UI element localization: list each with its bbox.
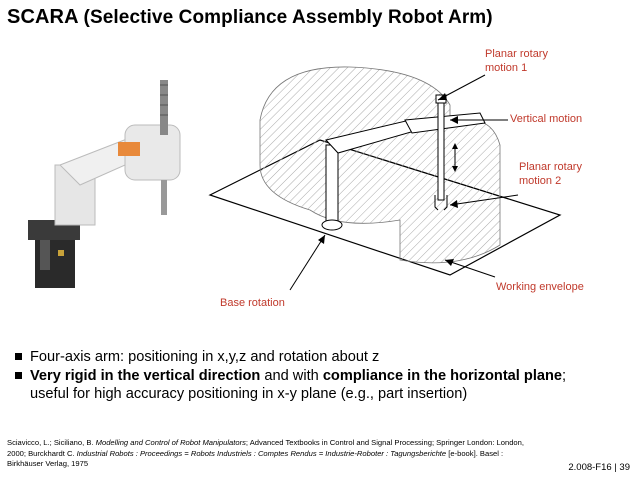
label-planar2-line1: Planar rotary bbox=[519, 161, 582, 173]
bullet-2-bold-1: Very rigid in the vertical direction bbox=[30, 368, 261, 384]
label-planar-rotary-1: Planar rotary motion 1 bbox=[485, 47, 548, 75]
ref-italic-2: Industrial Robots : Proceedings = Robots… bbox=[76, 448, 447, 458]
ref-part-2: ; Advanced Textbooks in Control and Sign… bbox=[7, 438, 524, 458]
square-bullet-icon bbox=[15, 353, 22, 360]
square-bullet-icon bbox=[15, 372, 22, 379]
label-vertical-motion: Vertical motion bbox=[510, 113, 583, 125]
reference-citation: Sciavicco, L.; Siciliano, B. Modelling a… bbox=[7, 438, 527, 470]
label-planar1-line2: motion 1 bbox=[485, 62, 528, 74]
scara-robot-photo bbox=[28, 80, 181, 288]
bullet-1-text: Four-axis arm: positioning in x,y,z and … bbox=[30, 349, 380, 365]
ref-part-3: [e-book]. Basel : Birkhäuser Verlag, 197… bbox=[7, 448, 504, 469]
label-planar1-line1: Planar rotary bbox=[485, 48, 548, 60]
ref-part-1: Sciavicco, L.; Siciliano, B. bbox=[7, 438, 96, 447]
label-planar2-line2: motion 2 bbox=[519, 175, 562, 187]
bullet-2-bold-2: compliance in the horizontal plane bbox=[322, 368, 563, 384]
bullet-item-1: Four-axis arm: positioning in x,y,z and … bbox=[12, 348, 632, 366]
bullet-item-2: Very rigid in the vertical direction and… bbox=[12, 367, 632, 403]
bullet-2-end: ; bbox=[562, 368, 567, 384]
label-base-rotation: Base rotation bbox=[220, 297, 285, 309]
bullet-2-mid: and with bbox=[260, 368, 323, 384]
label-working-envelope: Working envelope bbox=[496, 281, 584, 293]
bullet-2-line-2: useful for high accuracy positioning in … bbox=[30, 386, 468, 402]
title-main: SCARA bbox=[7, 6, 78, 28]
title-subtitle: (Selective Compliance Assembly Robot Arm… bbox=[83, 7, 493, 28]
page-number: 2.008-F16 | 39 bbox=[568, 462, 630, 473]
ref-italic-1: Modelling and Control of Robot Manipulat… bbox=[95, 438, 246, 447]
scara-schematic-diagram bbox=[208, 66, 562, 291]
slide-title: SCARA (Selective Compliance Assembly Rob… bbox=[7, 6, 493, 29]
label-planar-rotary-2: Planar rotary motion 2 bbox=[519, 160, 582, 188]
bullet-list: Four-axis arm: positioning in x,y,z and … bbox=[12, 348, 632, 404]
